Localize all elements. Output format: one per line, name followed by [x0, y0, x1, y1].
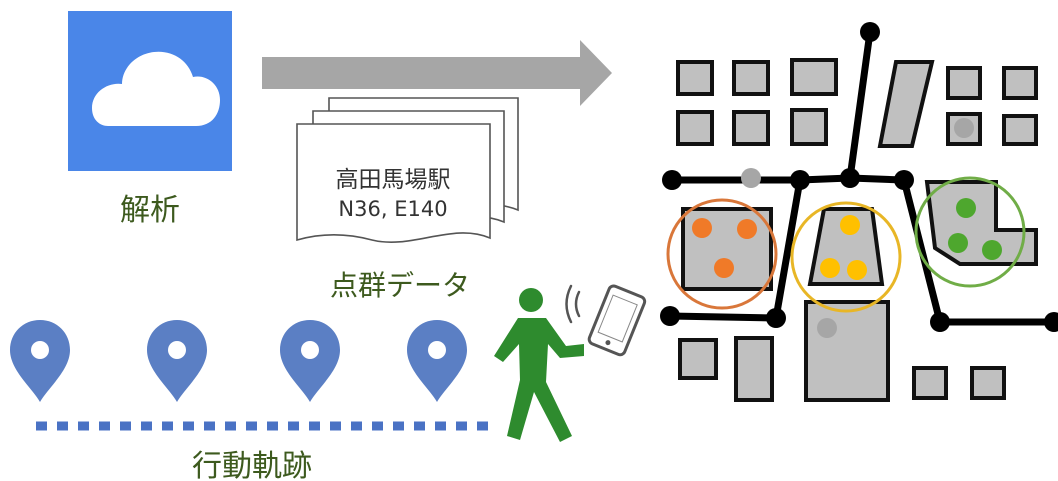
map-building	[790, 108, 828, 146]
map-building	[877, 60, 935, 148]
cluster-green	[914, 176, 1026, 288]
map-building	[970, 366, 1006, 400]
point-cloud-label: 点群データ	[330, 269, 470, 302]
map-building	[1002, 114, 1038, 146]
document-stack	[296, 97, 519, 244]
map-buildings	[676, 58, 1038, 402]
map-pin-icon	[10, 320, 70, 402]
cluster-yellow	[790, 201, 902, 313]
cloud-tile	[68, 11, 232, 171]
map-point-gray	[817, 318, 837, 338]
map-point-gray	[954, 118, 974, 138]
map-building	[946, 66, 982, 100]
cluster-orange	[666, 198, 778, 310]
smartphone-icon	[587, 284, 647, 357]
map-building	[1002, 66, 1038, 100]
trajectory-label: 行動軌跡	[192, 449, 312, 481]
signal-waves-icon	[565, 284, 581, 324]
map-building	[804, 300, 890, 402]
walking-person-icon	[494, 288, 584, 442]
document-sheet-front	[296, 123, 491, 244]
cloud-icon	[92, 51, 220, 127]
map-building	[676, 60, 714, 96]
map-pin-icon	[407, 320, 467, 402]
document-coordinates: N36, E140	[338, 197, 447, 221]
map-building	[790, 58, 838, 96]
map-building	[732, 60, 770, 96]
map-building	[676, 110, 714, 146]
map-intersections	[660, 22, 1058, 332]
map-building	[678, 338, 718, 380]
document-station-name: 高田馬場駅	[336, 167, 451, 193]
map-building	[912, 366, 948, 400]
map-pin-icon	[147, 320, 207, 402]
map-pin-icon	[280, 320, 340, 402]
analysis-label: 解析	[120, 193, 180, 228]
map-building	[734, 336, 774, 402]
map-building	[732, 110, 770, 146]
map-point-gray	[741, 168, 761, 188]
flow-arrow	[262, 40, 612, 106]
